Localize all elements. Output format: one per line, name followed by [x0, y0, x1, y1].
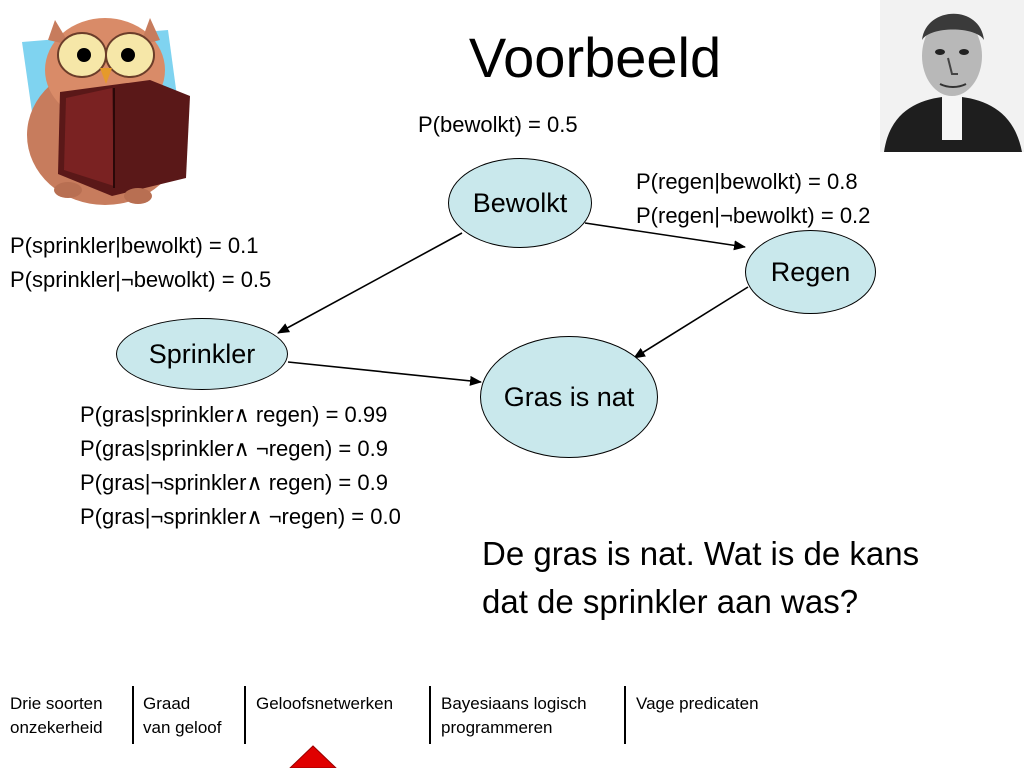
footer-item-label: Geloofsnetwerken: [256, 694, 394, 713]
prob-sprinkler-block: P(sprinkler|bewolkt) = 0.1 P(sprinkler|¬…: [10, 229, 271, 297]
edge-bewolkt-regen: [584, 222, 746, 251]
prob-regen-block: P(regen|bewolkt) = 0.8 P(regen|¬bewolkt)…: [636, 165, 870, 233]
footer-item-drie-soorten[interactable]: Drie soorten onzekerheid: [10, 692, 103, 740]
page-title: Voorbeeld: [468, 26, 722, 89]
prob-sprinkler-line: P(sprinkler|bewolkt) = 0.1: [10, 233, 259, 258]
footer-item-graad-van-geloof[interactable]: Graad van geloof: [143, 692, 221, 740]
question-line: De gras is nat. Wat is de kans: [482, 535, 920, 572]
footer-item-label: onzekerheid: [10, 718, 103, 737]
edge-bewolkt-sprinkler: [277, 232, 463, 334]
prob-gras-line: P(gras|sprinkler∧ regen) = 0.99: [80, 402, 388, 427]
edge-regen-gras: [633, 286, 749, 359]
prob-regen-line: P(regen|bewolkt) = 0.8: [636, 169, 858, 194]
node-sprinkler: Sprinkler: [116, 318, 288, 390]
prob-gras-line: P(gras|¬sprinkler∧ regen) = 0.9: [80, 470, 388, 495]
node-gras-is-nat: Gras is nat: [480, 336, 658, 458]
node-bewolkt: Bewolkt: [448, 158, 592, 248]
question-text: De gras is nat. Wat is de kans dat de sp…: [482, 530, 919, 626]
current-section-marker: [289, 745, 337, 768]
prob-gras-line: P(gras|¬sprinkler∧ ¬regen) = 0.0: [80, 504, 401, 529]
footer-divider: [624, 686, 626, 744]
edge-sprinkler-gras: [287, 361, 482, 386]
prob-gras-block: P(gras|sprinkler∧ regen) = 0.99 P(gras|s…: [80, 398, 401, 534]
prob-sprinkler-line: P(sprinkler|¬bewolkt) = 0.5: [10, 267, 272, 292]
footer-divider: [429, 686, 431, 744]
owl-reading-illustration: [22, 18, 190, 205]
footer-item-label: Graad: [143, 694, 191, 713]
portrait-illustration: [880, 0, 1024, 152]
prob-regen-line: P(regen|¬bewolkt) = 0.2: [636, 203, 871, 228]
footer-item-label: programmeren: [441, 718, 553, 737]
footer-item-label: Bayesiaans logisch: [441, 694, 587, 713]
footer-item-geloofsnetwerken[interactable]: Geloofsnetwerken: [256, 692, 393, 716]
question-line: dat de sprinkler aan was?: [482, 583, 859, 620]
footer-item-label: Vage predicaten: [636, 694, 759, 713]
node-regen: Regen: [745, 230, 876, 314]
prob-gras-line: P(gras|sprinkler∧ ¬regen) = 0.9: [80, 436, 388, 461]
footer-item-label: Drie soorten: [10, 694, 103, 713]
footer-item-vage-predicaten[interactable]: Vage predicaten: [636, 692, 759, 716]
footer-item-label: van geloof: [143, 718, 222, 737]
footer-divider: [244, 686, 246, 744]
footer-item-bayesiaans[interactable]: Bayesiaans logisch programmeren: [441, 692, 587, 740]
footer-divider: [132, 686, 134, 744]
prob-bewolkt: P(bewolkt) = 0.5: [418, 112, 578, 137]
